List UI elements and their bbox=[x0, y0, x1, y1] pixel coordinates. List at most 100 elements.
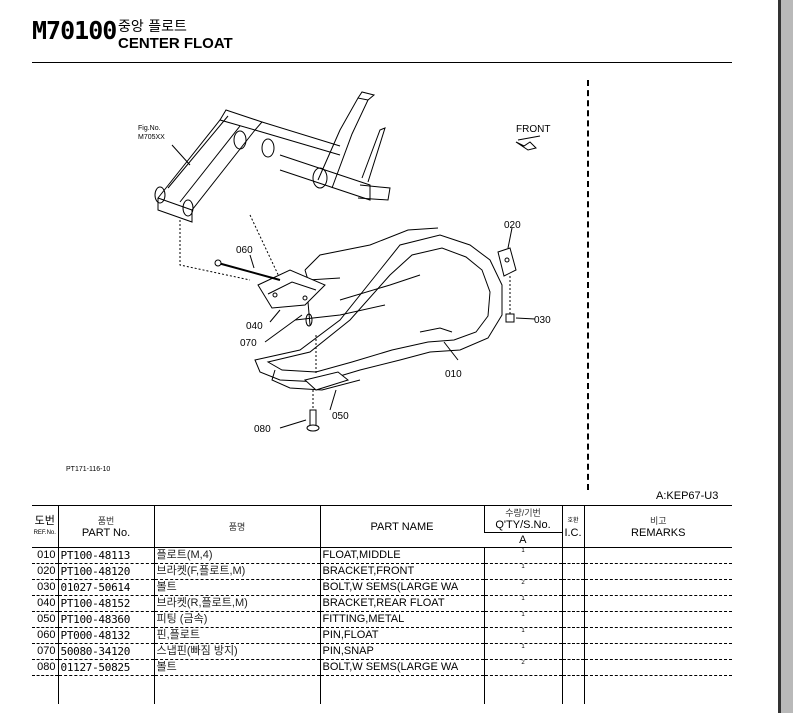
part-name-cell: BOLT,W SEMS(LARGE WA bbox=[319, 579, 484, 596]
parts-table: 도번 REF.No. 품번 PART No. 품명 PART NAME 수량/기… bbox=[32, 505, 732, 704]
empty-cell bbox=[57, 688, 154, 704]
section-title-english: CENTER FLOAT bbox=[118, 35, 233, 52]
remarks-cell bbox=[583, 563, 732, 580]
fig-label: Fig.No. bbox=[138, 125, 161, 132]
name-korean-cell: 브라켓(F,플로트,M) bbox=[153, 563, 320, 580]
part-no-cell: PT100-48120 bbox=[57, 563, 154, 580]
qty-cell: 1 bbox=[483, 547, 562, 564]
header-part-name-text: PART NAME bbox=[370, 520, 434, 533]
part-no-cell: PT100-48113 bbox=[57, 547, 154, 564]
part-name-cell: BRACKET,FRONT bbox=[319, 563, 484, 580]
part-name-cell: PIN,SNAP bbox=[319, 643, 484, 660]
section-title-korean: 중앙 플로트 bbox=[118, 19, 187, 35]
ic-cell bbox=[561, 659, 584, 676]
ref-cell: 020 bbox=[32, 563, 58, 580]
empty-cell bbox=[319, 688, 484, 704]
header-name-ko-text: 품명 bbox=[228, 521, 246, 532]
ic-cell bbox=[561, 579, 584, 596]
header-qty: 수량/기번 Q'TY/S.No. bbox=[483, 505, 562, 533]
header-ic-english: I.C. bbox=[564, 526, 582, 539]
remarks-cell bbox=[583, 643, 732, 660]
part-no-cell: 01027-50614 bbox=[57, 579, 154, 596]
callout-030: 030 bbox=[534, 315, 551, 326]
empty-cell bbox=[583, 688, 732, 704]
header-qty-model: A bbox=[484, 532, 562, 548]
ref-cell: 050 bbox=[32, 611, 58, 628]
ic-cell bbox=[561, 643, 584, 660]
header-remarks-english: REMARKS bbox=[631, 526, 686, 539]
part-name-cell: PIN,FLOAT bbox=[319, 627, 484, 644]
part-no-cell: 50080-34120 bbox=[57, 643, 154, 660]
callout-010: 010 bbox=[445, 369, 462, 380]
ref-cell: 010 bbox=[32, 547, 58, 564]
ref-cell: 030 bbox=[32, 579, 58, 596]
qty-cell: 1 bbox=[483, 563, 562, 580]
name-korean-cell: 볼트 bbox=[153, 659, 320, 676]
part-name-cell: FLOAT,MIDDLE bbox=[319, 547, 484, 564]
name-korean-cell: 피팅 (금속) bbox=[153, 611, 320, 628]
empty-cell bbox=[561, 675, 584, 688]
header-ic: 호환 I.C. bbox=[561, 505, 584, 548]
empty-cell bbox=[483, 688, 562, 704]
ref-cell: 060 bbox=[32, 627, 58, 644]
header-divider bbox=[32, 62, 732, 63]
header-part-no-english: PART No. bbox=[81, 526, 131, 539]
name-korean-cell: 브라켓(R,플로트,M) bbox=[153, 595, 320, 612]
empty-cell bbox=[483, 675, 562, 688]
qty-cell: 1 bbox=[483, 643, 562, 660]
header-name-korean: 품명 bbox=[153, 505, 320, 548]
part-name-cell: BRACKET,REAR FLOAT bbox=[319, 595, 484, 612]
model-code: A:KEP67-U3 bbox=[656, 490, 719, 502]
header-remarks: 비고 REMARKS bbox=[583, 505, 732, 548]
part-no-cell: PT100-48152 bbox=[57, 595, 154, 612]
ref-cell: 080 bbox=[32, 659, 58, 676]
ref-cell: 040 bbox=[32, 595, 58, 612]
part-no-cell: PT000-48132 bbox=[57, 627, 154, 644]
callout-050: 050 bbox=[332, 411, 349, 422]
header-qty-korean: 수량/기번 bbox=[505, 508, 541, 518]
ref-cell: 070 bbox=[32, 643, 58, 660]
remarks-cell bbox=[583, 659, 732, 676]
qty-cell: 1 bbox=[483, 627, 562, 644]
empty-cell bbox=[32, 688, 58, 704]
part-no-cell: 01127-50825 bbox=[57, 659, 154, 676]
exploded-parts-diagram: Fig.No. M705XX FRONT 010 020 030 040 050… bbox=[66, 91, 551, 473]
part-name-cell: FITTING,METAL bbox=[319, 611, 484, 628]
empty-cell bbox=[561, 688, 584, 704]
callout-020: 020 bbox=[504, 220, 521, 231]
remarks-cell bbox=[583, 595, 732, 612]
ic-cell bbox=[561, 611, 584, 628]
ic-cell bbox=[561, 547, 584, 564]
name-korean-cell: 핀,플로트 bbox=[153, 627, 320, 644]
ic-cell bbox=[561, 563, 584, 580]
name-korean-cell: 볼트 bbox=[153, 579, 320, 596]
fig-reference: M705XX bbox=[138, 134, 165, 141]
remarks-cell bbox=[583, 579, 732, 596]
window-edge bbox=[778, 0, 793, 713]
name-korean-cell: 스냅핀(빠짐 방지) bbox=[153, 643, 320, 660]
empty-row bbox=[32, 688, 732, 704]
qty-cell: 1 bbox=[483, 611, 562, 628]
header-ref-korean: 도번 bbox=[34, 514, 55, 527]
remarks-cell bbox=[583, 627, 732, 644]
header-part-no: 품번 PART No. bbox=[57, 505, 154, 548]
qty-cell: 2 bbox=[483, 579, 562, 596]
part-no-cell: PT100-48360 bbox=[57, 611, 154, 628]
ic-cell bbox=[561, 595, 584, 612]
empty-cell bbox=[319, 675, 484, 688]
header-part-name: PART NAME bbox=[319, 505, 484, 548]
callout-060: 060 bbox=[236, 245, 253, 256]
header-part-no-korean: 품번 bbox=[97, 515, 115, 526]
qty-cell: 2 bbox=[483, 659, 562, 676]
name-korean-cell: 플로트(M,4) bbox=[153, 547, 320, 564]
empty-cell bbox=[57, 675, 154, 688]
empty-cell bbox=[583, 675, 732, 688]
empty-cell bbox=[153, 675, 320, 688]
remarks-cell bbox=[583, 611, 732, 628]
header-ref-english: REF.No. bbox=[33, 529, 56, 536]
